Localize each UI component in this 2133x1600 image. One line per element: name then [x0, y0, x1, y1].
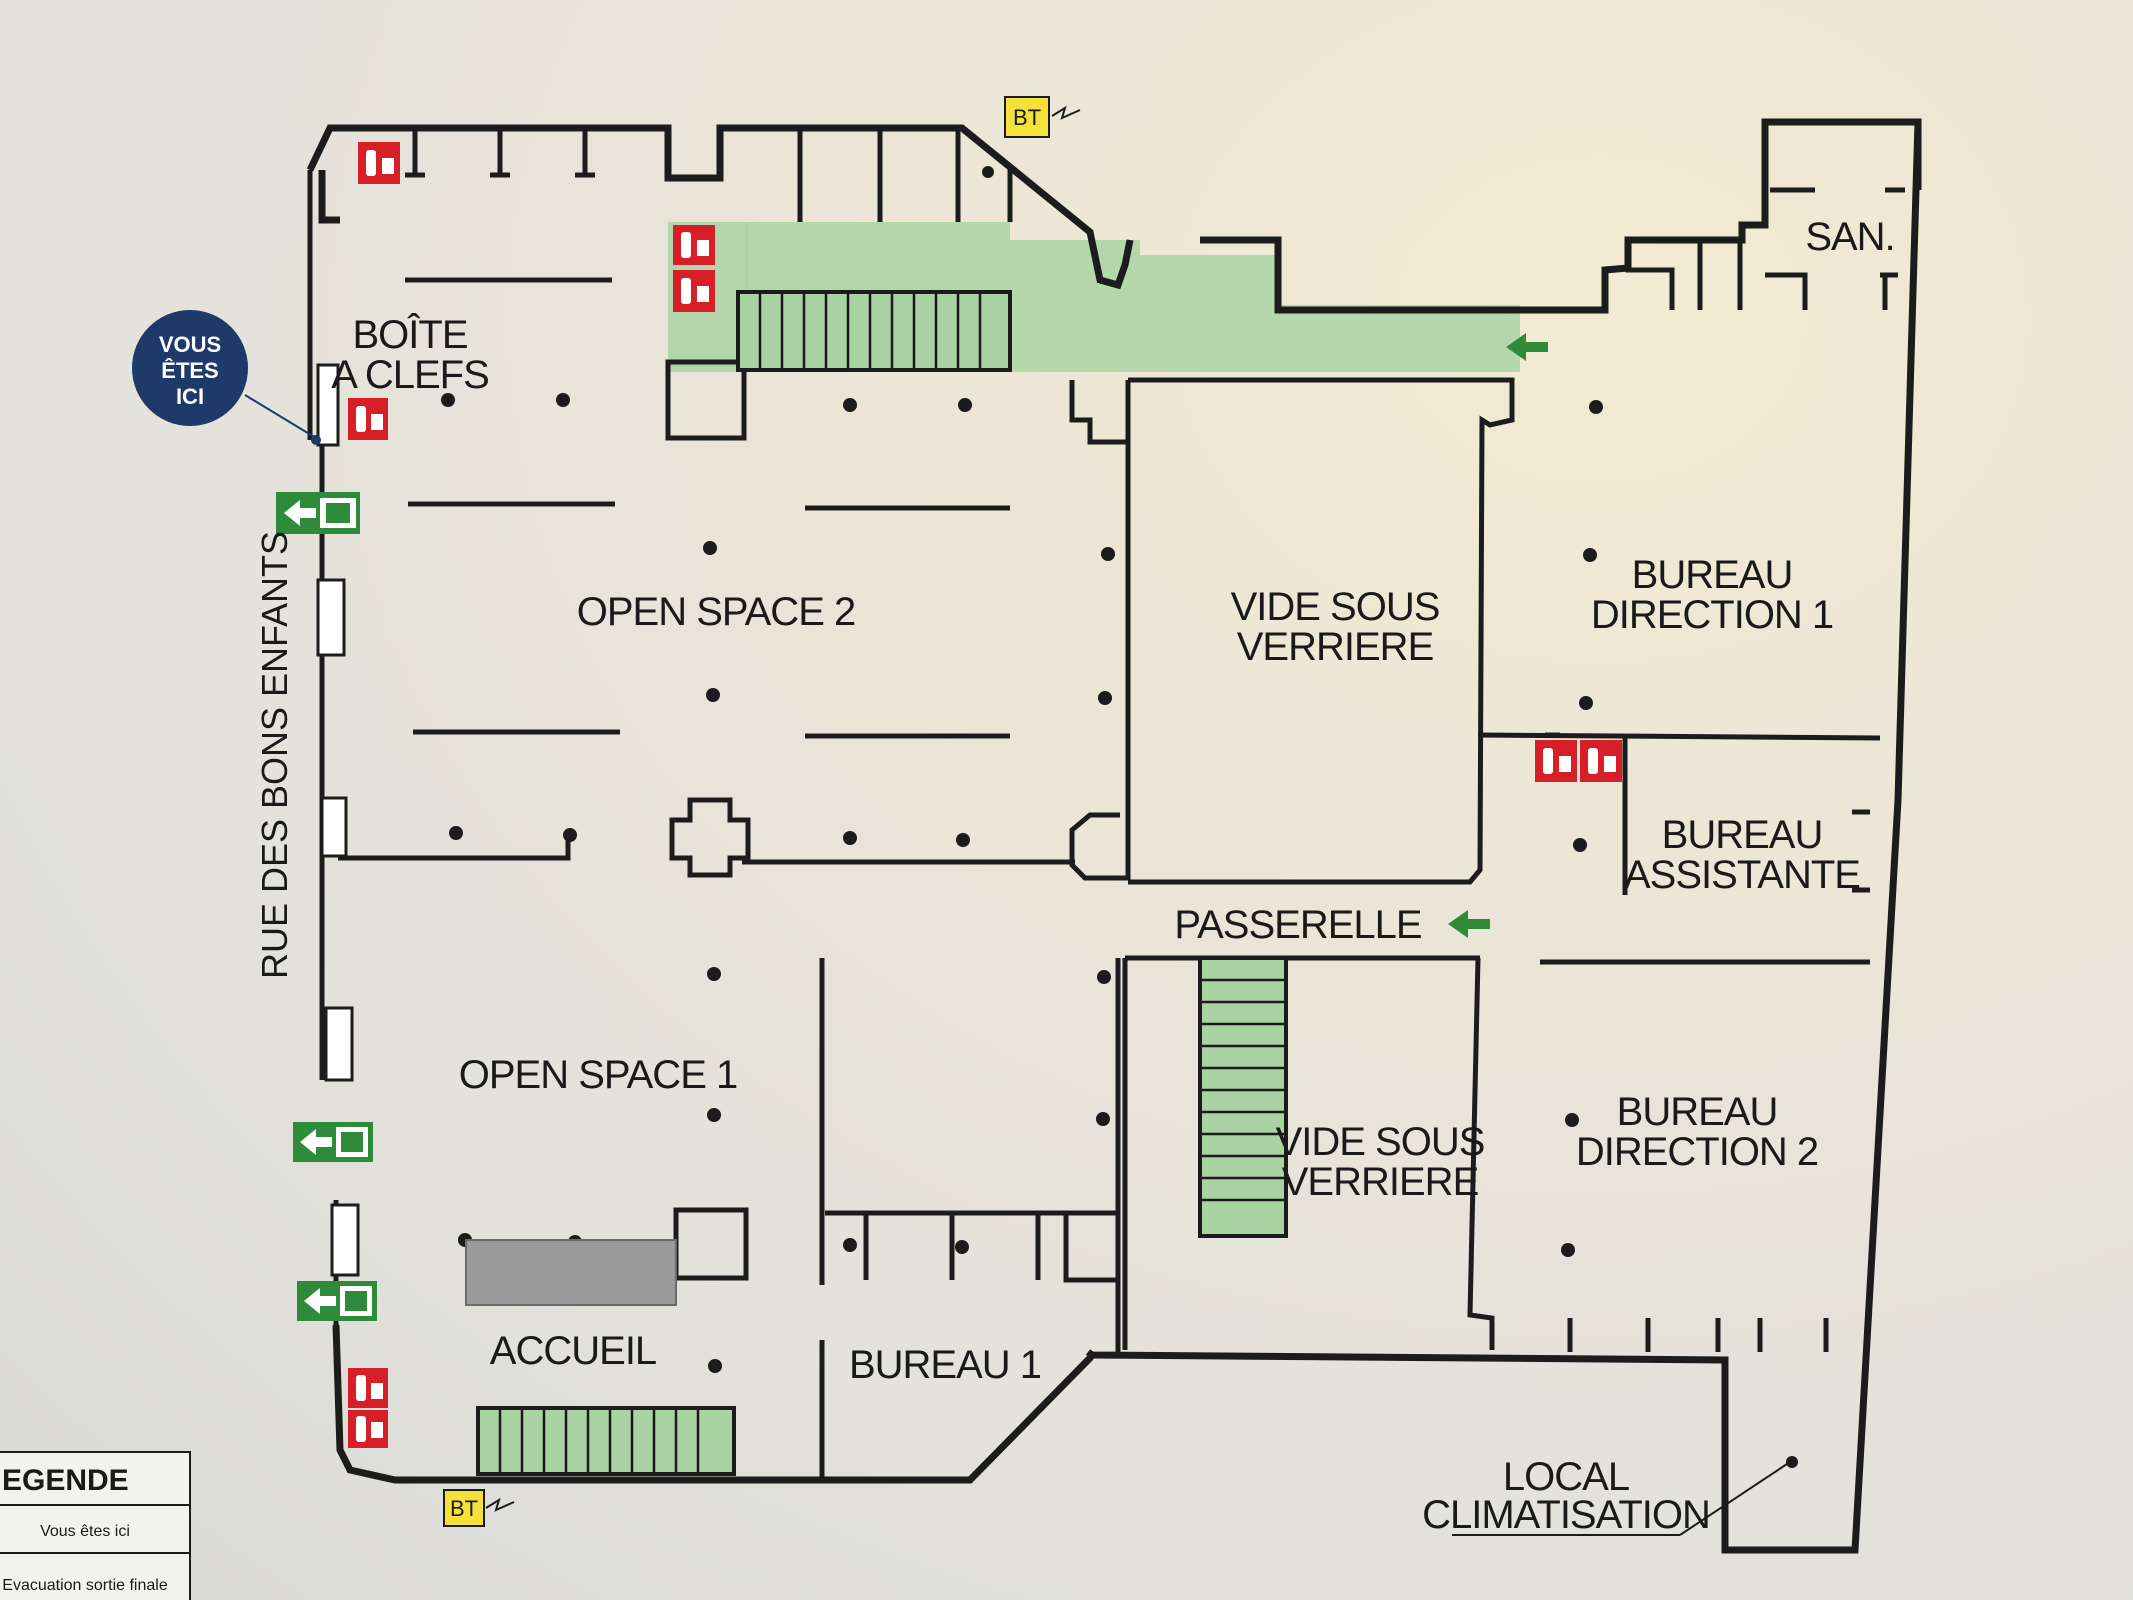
you-are-here-line3: ICI — [176, 384, 204, 409]
room-label-boite-line1: BOÎTE — [352, 312, 467, 357]
legend-item-evacuation: Evacuation sortie finale — [2, 1577, 168, 1594]
room-label-vide-sous-2-line2: VERRIERE — [1282, 1160, 1479, 1204]
room-label-bureau-1: BUREAU 1 — [849, 1343, 1041, 1387]
bt-label: BT — [450, 1496, 478, 1521]
room-label-open-space-2: OPEN SPACE 2 — [577, 590, 855, 634]
room-label-vide-sous-1-line2: VERRIERE — [1237, 625, 1434, 669]
legend: EGENDE Vous êtes ici Evacuation sortie f… — [0, 1451, 191, 1600]
room-label-vide-sous-1-line1: VIDE SOUS — [1231, 585, 1440, 629]
room-label-bureau-dir2-line2: DIRECTION 2 — [1576, 1130, 1818, 1174]
fire-extinguisher-icon — [1535, 740, 1577, 782]
emergency-exit-icon — [293, 1122, 373, 1162]
exit-arrow-icon — [1448, 910, 1490, 938]
exit-arrow-icon — [1506, 333, 1548, 361]
accueil-desk — [465, 1239, 677, 1306]
staircase-middle — [1198, 956, 1288, 1238]
fire-extinguisher-icon — [673, 270, 715, 312]
room-label-boite-line2: A CLEFS — [331, 353, 489, 397]
fire-extinguisher-icon — [348, 1368, 388, 1408]
room-label-passerelle: PASSERELLE — [1174, 903, 1421, 947]
room-label-accueil: ACCUEIL — [490, 1329, 656, 1373]
room-label-bureau-assistante-line1: BUREAU — [1662, 813, 1823, 857]
fire-extinguisher-icon — [1580, 740, 1622, 782]
room-label-bureau-dir1-line2: DIRECTION 1 — [1591, 593, 1833, 637]
local-clim-leader-diag — [1679, 1461, 1791, 1536]
room-label-local-clim-line1: LOCAL — [1503, 1455, 1629, 1499]
legend-title: EGENDE — [2, 1464, 129, 1497]
room-label-bureau-dir2-line1: BUREAU — [1617, 1090, 1778, 1134]
you-are-here-marker-icon: VOUS ÊTES ICI — [132, 310, 321, 445]
room-label-local-clim-line2: CLIMATISATION — [1422, 1493, 1710, 1537]
fire-extinguisher-icon — [348, 1410, 388, 1448]
room-label-open-space-1: OPEN SPACE 1 — [459, 1053, 737, 1097]
windows-left — [316, 363, 360, 1277]
you-are-here-line1: VOUS — [159, 332, 221, 357]
fire-extinguisher-icon — [348, 398, 388, 440]
room-label-bureau-dir1-line1: BUREAU — [1632, 553, 1793, 597]
pillars — [441, 166, 1798, 1468]
room-label-san: SAN. — [1805, 215, 1894, 259]
you-are-here-line2: ÊTES — [161, 358, 218, 383]
legend-item-you-are-here: Vous êtes ici — [40, 1523, 130, 1540]
fire-extinguisher-icon — [673, 225, 715, 265]
bt-electrical-icon: BT — [1004, 96, 1081, 138]
emergency-exit-icon — [276, 492, 360, 534]
room-label-bureau-assistante-line2: ASSISTANTE — [1624, 853, 1860, 897]
fire-extinguisher-icon — [358, 142, 400, 184]
bt-electrical-icon: BT — [443, 1489, 515, 1527]
street-label: RUE DES BONS ENFANTS — [254, 531, 295, 979]
room-label-vide-sous-2-line1: VIDE SOUS — [1276, 1120, 1485, 1164]
bt-label: BT — [1013, 105, 1041, 130]
staircase-top — [736, 290, 1012, 372]
staircase-bottom — [476, 1406, 736, 1476]
emergency-exit-icon — [297, 1281, 377, 1321]
